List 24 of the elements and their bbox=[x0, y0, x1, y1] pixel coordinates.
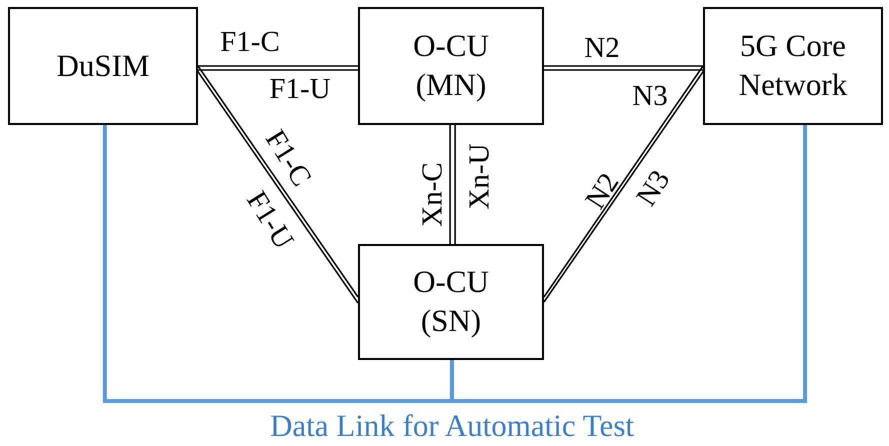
edge-label: Xn-U bbox=[466, 142, 494, 210]
data-link-line bbox=[450, 125, 808, 403]
node-box bbox=[8, 7, 198, 125]
node-label: O-CU (SN) bbox=[412, 263, 490, 340]
node-label: O-CU (MN) bbox=[412, 27, 490, 104]
edge-label: N2 bbox=[584, 34, 620, 62]
node-label: DuSIM bbox=[56, 46, 150, 85]
edge-label: N2 bbox=[581, 168, 625, 214]
edge-label: F1-C bbox=[220, 28, 280, 56]
connector-line bbox=[198, 65, 358, 67]
node-box bbox=[358, 7, 544, 125]
connector-line bbox=[544, 65, 703, 67]
caption-text: Data Link for Automatic Test bbox=[270, 410, 634, 441]
node-box bbox=[358, 244, 544, 360]
edge-label: F1-U bbox=[269, 74, 331, 104]
edge-label: N3 bbox=[632, 82, 668, 110]
node-label: 5G Core Network bbox=[738, 27, 848, 104]
connector-line bbox=[454, 125, 456, 244]
connector-line bbox=[198, 69, 358, 71]
edge-label: Xn-C bbox=[418, 162, 448, 226]
edge-label: N3 bbox=[632, 165, 676, 211]
connector-line bbox=[449, 125, 451, 244]
node-box bbox=[703, 7, 883, 125]
connector-line bbox=[544, 69, 703, 71]
